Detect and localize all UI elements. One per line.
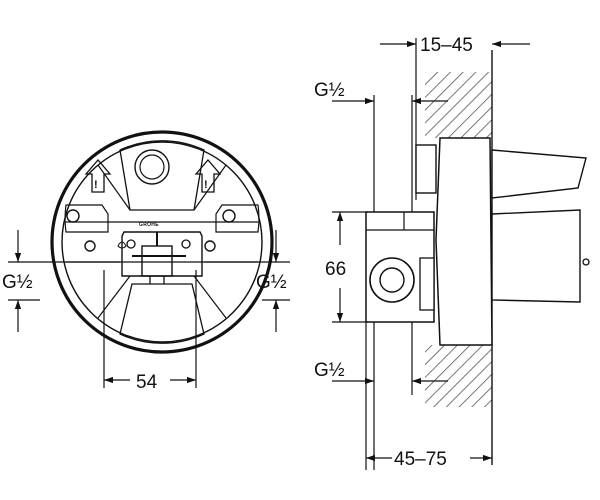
- front-dim-bottom-label: 54: [136, 372, 158, 393]
- front-dim-right-label: G½: [256, 272, 287, 293]
- handle-knob: [582, 258, 590, 266]
- division-line: [97, 164, 131, 211]
- front-dimensions: [8, 230, 290, 388]
- outer-ring: [50, 130, 274, 354]
- side-dim-top-label: 15–45: [420, 35, 473, 56]
- right-lug: [215, 204, 260, 233]
- wall-upper: [425, 72, 492, 138]
- warning-mark-icon: !: [204, 179, 208, 191]
- side-dim-upper-left-label: G½: [314, 80, 345, 101]
- valve-collar: [415, 144, 437, 194]
- upper-port-outer: [134, 149, 170, 185]
- screw-hole-left: [84, 240, 96, 252]
- center-knob-icon: [126, 239, 136, 249]
- faceplate: [435, 137, 493, 346]
- side-dim-bottom-label: 45–75: [394, 449, 447, 470]
- up-arrow-icon: [84, 159, 112, 193]
- division-line: [193, 275, 227, 319]
- center-valve: [141, 245, 173, 277]
- right-lug-hole: [222, 209, 236, 223]
- brand-logo: GROHE: [139, 222, 159, 228]
- warning-mark-icon: !: [94, 179, 98, 191]
- upper-segment: [119, 140, 205, 211]
- center-body: [121, 231, 203, 277]
- lower-segment: [119, 283, 205, 344]
- left-lug-hole: [66, 209, 80, 223]
- side-dim-lower-left-label: G½: [314, 360, 345, 381]
- valve-outlet-inner: [379, 267, 405, 293]
- handle-lower: [491, 209, 581, 303]
- side-dim-height-label: 66: [325, 259, 346, 280]
- up-arrow-icon: [194, 159, 222, 193]
- division-line: [193, 164, 227, 211]
- side-dimensions: [332, 40, 530, 470]
- valve-side-block: [419, 257, 435, 311]
- wall-lower: [425, 345, 492, 407]
- side-view: [365, 38, 590, 470]
- inner-ring: [61, 141, 263, 343]
- front-dim-left-label: G½: [2, 272, 33, 293]
- handle-upper: [491, 149, 587, 199]
- center-knob-icon: [181, 239, 191, 249]
- screw-hole-right: [204, 240, 216, 252]
- upper-port-inner: [139, 154, 165, 180]
- division-line: [97, 275, 131, 319]
- front-view: ! !: [50, 130, 274, 354]
- drop-icon: [117, 241, 127, 249]
- left-lug: [64, 204, 109, 233]
